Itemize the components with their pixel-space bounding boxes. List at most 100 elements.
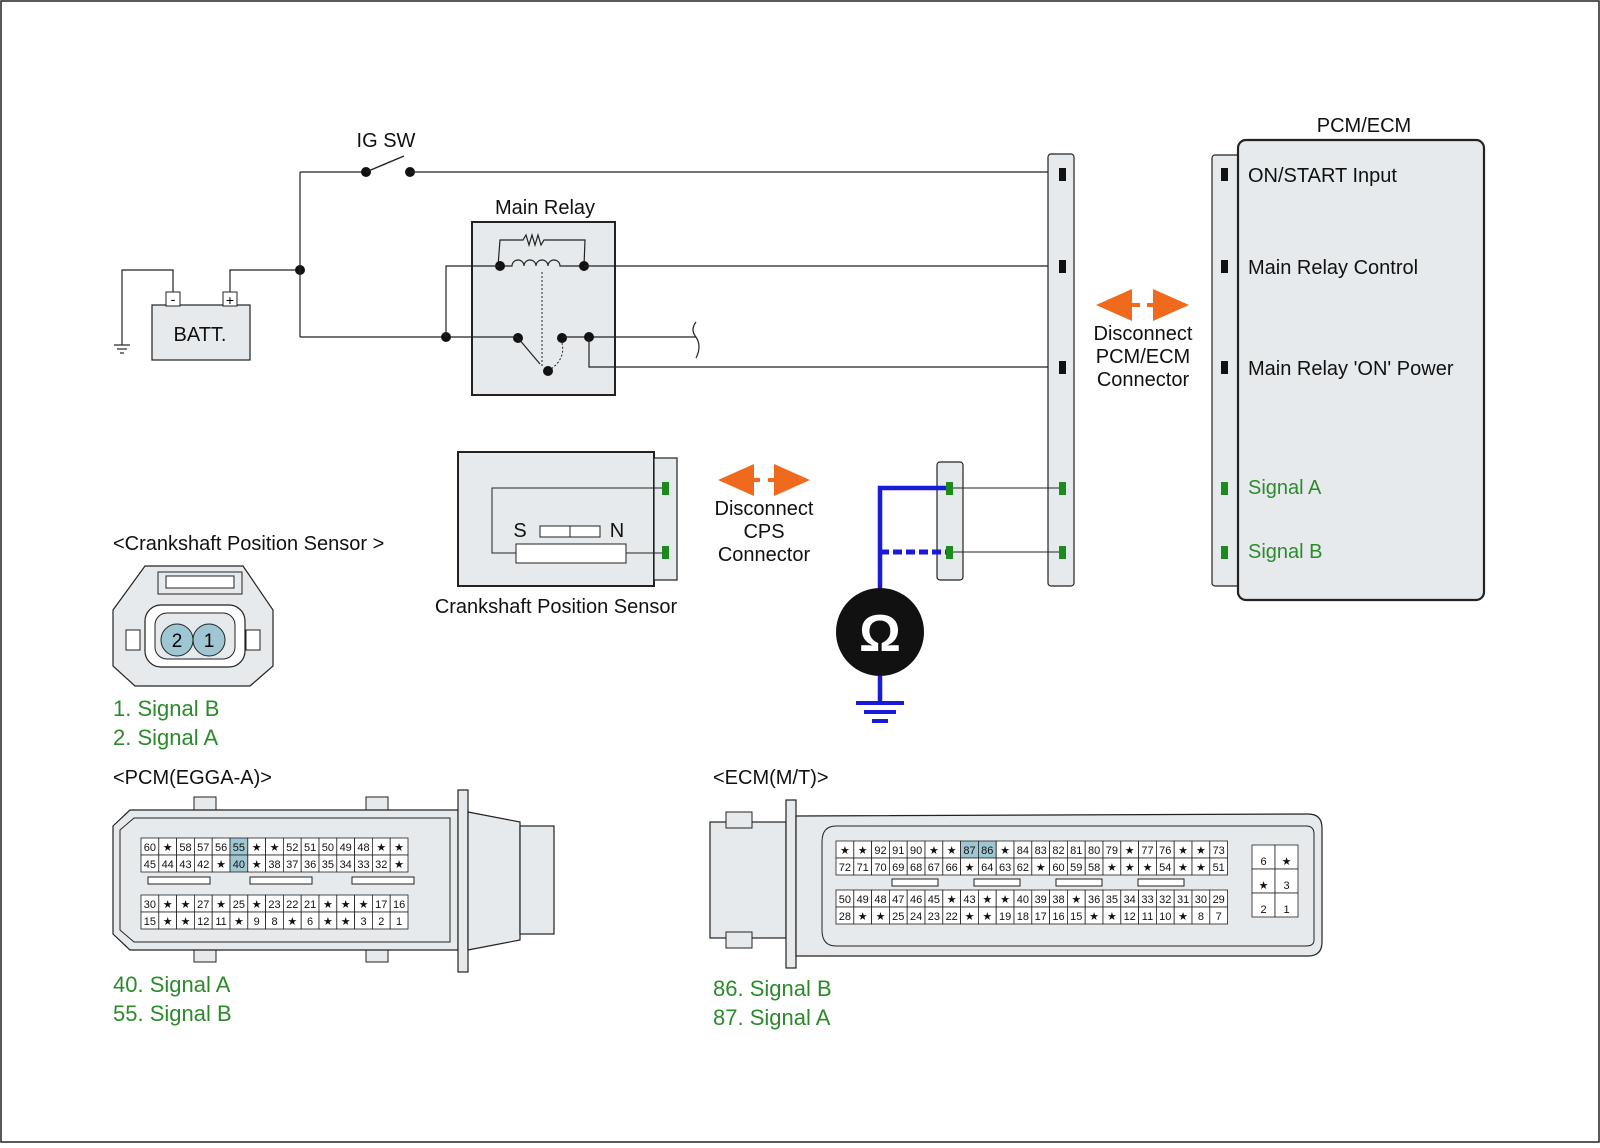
ecm-pin-label: ★ xyxy=(965,862,975,874)
ecm-pin-label: 84 xyxy=(1017,845,1029,857)
ecm-pin-label: 67 xyxy=(928,862,940,874)
ecm-pin-label: ★ xyxy=(1125,845,1135,857)
ecm-pin-label: 15 xyxy=(1070,911,1082,923)
ecm-pin-label: 29 xyxy=(1213,894,1225,906)
ecm-pin-label: 19 xyxy=(999,911,1011,923)
pcm-pin-label: 57 xyxy=(197,842,209,854)
pcm-pin-label: 3 xyxy=(360,916,366,928)
ecm-pin-label: 69 xyxy=(892,862,904,874)
pcm-pin-label: ★ xyxy=(341,916,351,928)
pcm-pin-label: ★ xyxy=(181,916,191,928)
pcm-pin-label: ★ xyxy=(287,916,297,928)
pcm-connector-heading: <PCM(EGGA-A)> xyxy=(113,767,272,789)
pcm-ecm-title: PCM/ECM xyxy=(1317,115,1411,137)
ecm-pin-label: 25 xyxy=(892,911,904,923)
ecm-pin-label: ★ xyxy=(982,911,992,923)
ecm-pin-label: ★ xyxy=(840,845,850,857)
pcm-pin-label: 34 xyxy=(340,859,352,871)
pcm-pin-label: ★ xyxy=(394,842,404,854)
ecm-pin-label: 54 xyxy=(1159,862,1171,874)
ecm-pin-label: 7 xyxy=(1216,911,1222,923)
pcm-pin-label: ★ xyxy=(270,842,280,854)
pcm-pin-label: 25 xyxy=(233,899,245,911)
cps-connector-heading: <Crankshaft Position Sensor > xyxy=(113,533,384,555)
disconnect-cps-line2: CPS xyxy=(743,521,784,543)
disconnect-cps-line3: Connector xyxy=(718,544,811,566)
pcm-pin-label: ★ xyxy=(163,842,173,854)
terminal-main-relay-on-power: Main Relay 'ON' Power xyxy=(1248,358,1454,380)
pcm-pin-label: 32 xyxy=(375,859,387,871)
battery-label: BATT. xyxy=(174,324,227,346)
pcm-pin-label: ★ xyxy=(216,899,226,911)
pcm-pin-label: ★ xyxy=(234,916,244,928)
pcm-pin-cell xyxy=(389,911,409,930)
ecm-pin-label: 43 xyxy=(963,894,975,906)
ecm-pin-label: 66 xyxy=(946,862,958,874)
ecm-pin-label: 68 xyxy=(910,862,922,874)
ecm-side-pin-label: 3 xyxy=(1283,880,1289,892)
ecm-side-pin-label: 1 xyxy=(1283,904,1289,916)
pcm-pin-label: ★ xyxy=(341,899,351,911)
pcm-pin-label: 16 xyxy=(393,899,405,911)
pcm-pin-label: 9 xyxy=(254,916,260,928)
main-relay: Main Relay xyxy=(471,197,616,396)
ecm-pin-label: ★ xyxy=(1089,911,1099,923)
battery-plus-label: + xyxy=(226,292,234,308)
pcm-pin-label: 30 xyxy=(144,899,156,911)
pcm-pin-label: 52 xyxy=(286,842,298,854)
ecm-pin-label: 16 xyxy=(1052,911,1064,923)
ecm-pin-label: ★ xyxy=(947,845,957,857)
ecm-pin-label: 34 xyxy=(1124,894,1136,906)
sensor-pole-s: S xyxy=(513,520,526,542)
ohmmeter: Ω xyxy=(836,485,946,723)
ecm-pin-label: 18 xyxy=(1017,911,1029,923)
ecm-pin-label: 73 xyxy=(1213,845,1225,857)
terminal-main-relay-control: Main Relay Control xyxy=(1248,257,1418,279)
cps-pin-1: 1 xyxy=(204,631,215,652)
pcm-pin-label: ★ xyxy=(252,842,262,854)
ecm-pin-label: 86 xyxy=(981,845,993,857)
pcm-pin-cell xyxy=(389,854,409,873)
disconnect-pcm-line2: PCM/ECM xyxy=(1096,346,1190,368)
ecm-pin-label: ★ xyxy=(1196,862,1206,874)
pcm-pin-label: ★ xyxy=(216,859,226,871)
ecm-pin-label: ★ xyxy=(858,911,868,923)
pcm-pin-label: 45 xyxy=(144,859,156,871)
ecm-side-pin-label: 2 xyxy=(1260,904,1266,916)
ecm-pin-label: 22 xyxy=(946,911,958,923)
pcm-pin-label: ★ xyxy=(181,899,191,911)
ecm-pin-cell xyxy=(1209,857,1229,876)
ecm-pin-label: ★ xyxy=(1178,862,1188,874)
ecm-pin-label: 51 xyxy=(1213,862,1225,874)
terminal-signal-b: Signal B xyxy=(1248,541,1323,563)
pcm-pin-label: 43 xyxy=(179,859,191,871)
pcm-pin-label: ★ xyxy=(252,899,262,911)
ecm-pin-label: ★ xyxy=(876,911,886,923)
ecm-pin-label: ★ xyxy=(1178,845,1188,857)
cps-mating-connector[interactable] xyxy=(936,461,964,581)
ecm-pin-label: 30 xyxy=(1195,894,1207,906)
ecm-pin-label: ★ xyxy=(1036,862,1046,874)
pcm-pin-label: 56 xyxy=(215,842,227,854)
pcm-pin-label: 50 xyxy=(322,842,334,854)
pcm-pin-label: ★ xyxy=(323,916,333,928)
ecm-pin-label: ★ xyxy=(929,845,939,857)
pcm-pin-label: ★ xyxy=(252,859,262,871)
ecm-pin-label: ★ xyxy=(1178,911,1188,923)
pcm-pin-label: ★ xyxy=(323,899,333,911)
ecm-pin-label: 46 xyxy=(910,894,922,906)
ecm-pin-label: 8 xyxy=(1198,911,1204,923)
cps-legend-1: 1. Signal B xyxy=(113,696,219,721)
ecm-pin-label: ★ xyxy=(947,894,957,906)
ecm-pin-label: 76 xyxy=(1159,845,1171,857)
ecm-side-pin-label: 6 xyxy=(1260,856,1266,868)
cps-connector-face: 2 1 xyxy=(112,565,274,687)
cps-harness-connector[interactable] xyxy=(653,457,678,581)
pcm-pin-label: 17 xyxy=(375,899,387,911)
ecm-pin-label: 79 xyxy=(1106,845,1118,857)
pcm-pin-label: ★ xyxy=(376,842,386,854)
pcm-pin-label: 37 xyxy=(286,859,298,871)
